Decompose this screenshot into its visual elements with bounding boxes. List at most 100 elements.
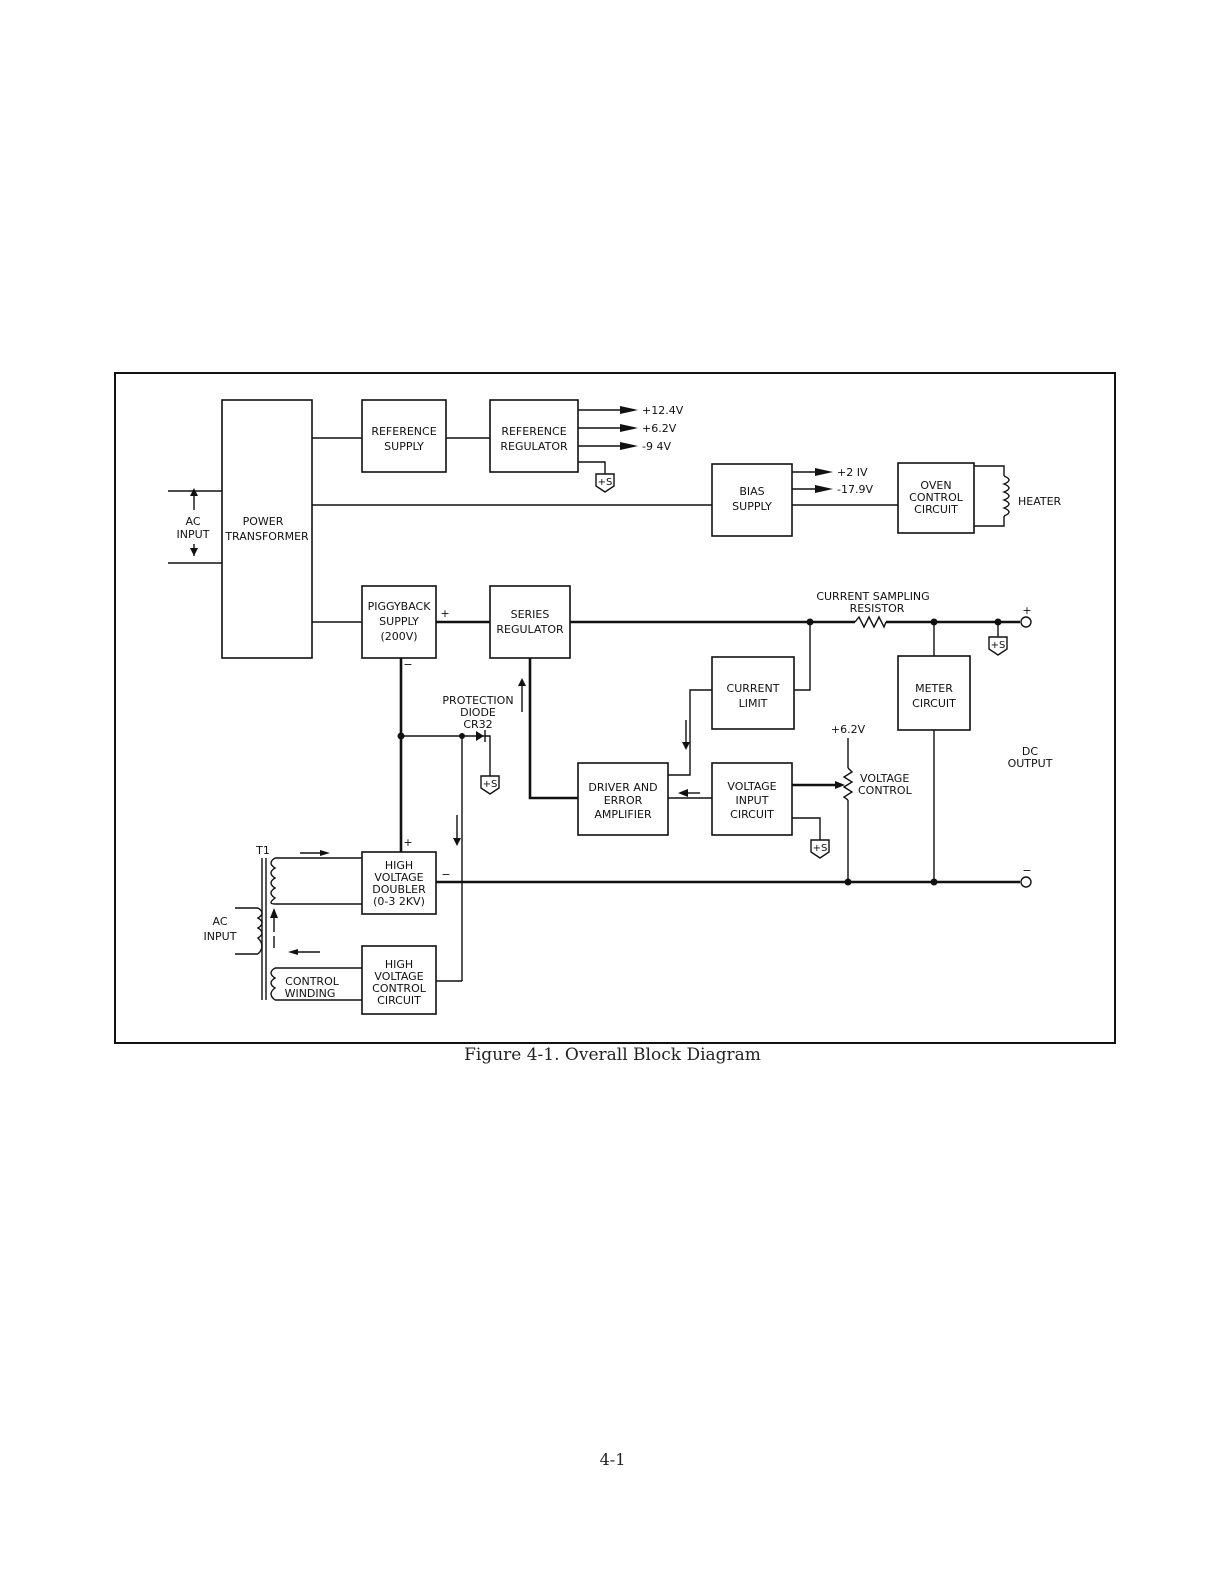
svg-text:ERROR: ERROR (604, 794, 643, 807)
svg-text:REGULATOR: REGULATOR (500, 440, 568, 453)
svg-text:REFERENCE: REFERENCE (501, 425, 566, 438)
svg-text:PIGGYBACK: PIGGYBACK (368, 600, 432, 613)
svg-text:DIODE: DIODE (460, 706, 496, 719)
plus-6-2v-label: +6.2V (831, 723, 866, 736)
svg-text:+12.4V: +12.4V (642, 404, 684, 417)
reference-voltage-labels: +12.4V +6.2V -9 4V (642, 404, 684, 453)
svg-text:+2 IV: +2 IV (837, 466, 868, 479)
svg-text:+S: +S (813, 843, 828, 854)
svg-text:INPUT: INPUT (736, 794, 769, 807)
svg-text:SERIES: SERIES (511, 608, 550, 621)
svg-text:OUTPUT: OUTPUT (1008, 757, 1053, 770)
t1-transformer-symbol (256, 857, 277, 1001)
power-transformer-block: POWER TRANSFORMER (221, 399, 313, 659)
svg-text:+S: +S (483, 779, 498, 790)
svg-text:+S: +S (598, 477, 613, 488)
oven-control-circuit-block: OVEN CONTROL CIRCUIT (897, 462, 975, 534)
svg-text:CONTROL: CONTROL (372, 982, 427, 995)
output-minus-label: − (1022, 864, 1031, 877)
svg-text:DC: DC (1022, 745, 1038, 758)
svg-text:LIMIT: LIMIT (739, 697, 768, 710)
svg-text:CIRCUIT: CIRCUIT (914, 503, 958, 516)
ac-input-label: AC INPUT (204, 915, 237, 943)
bias-supply-block: BIAS SUPPLY (711, 463, 793, 537)
svg-text:AC: AC (212, 915, 227, 928)
svg-text:RESISTOR: RESISTOR (850, 602, 905, 615)
svg-text:DOUBLER: DOUBLER (372, 883, 426, 896)
svg-text:VOLTAGE: VOLTAGE (374, 970, 423, 983)
svg-text:TRANSFORMER: TRANSFORMER (224, 530, 309, 543)
svg-text:-17.9V: -17.9V (837, 483, 873, 496)
svg-text:SUPPLY: SUPPLY (732, 500, 772, 513)
svg-text:CONTROL: CONTROL (858, 784, 913, 797)
svg-text:REGULATOR: REGULATOR (496, 623, 564, 636)
current-sampling-resistor-label: CURRENT SAMPLING RESISTOR (816, 590, 929, 615)
plus-s-symbol: +S (595, 473, 615, 493)
piggyback-supply-block: PIGGYBACK SUPPLY (200V) (361, 585, 437, 659)
reference-supply-block: REFERENCE SUPPLY (361, 399, 447, 473)
svg-text:INPUT: INPUT (204, 930, 237, 943)
page-number: 4-1 (599, 1450, 626, 1469)
svg-text:WINDING: WINDING (285, 987, 336, 1000)
dc-output-label: DC OUTPUT (1008, 745, 1053, 770)
svg-text:BIAS: BIAS (739, 485, 764, 498)
current-sampling-resistor-symbol (854, 615, 887, 629)
svg-text:(200V): (200V) (380, 630, 417, 643)
heater-label: HEATER (1018, 495, 1062, 508)
diode-symbol (476, 730, 486, 742)
junction-dots (397, 618, 1002, 886)
svg-text:CONTROL: CONTROL (909, 491, 964, 504)
protection-diode-label: PROTECTION DIODE CR32 (442, 694, 513, 731)
output-plus-label: + (1022, 604, 1031, 617)
plus-s-symbol: +S (988, 636, 1008, 656)
diagram-frame (114, 372, 1116, 1044)
svg-text:AC: AC (185, 515, 200, 528)
heater-coil-symbol (1002, 475, 1010, 517)
svg-text:VOLTAGE: VOLTAGE (727, 780, 776, 793)
svg-text:CONTROL: CONTROL (285, 975, 340, 988)
svg-text:OVEN: OVEN (920, 479, 951, 492)
svg-text:HIGH: HIGH (385, 859, 413, 872)
plus-s-symbol: +S (480, 775, 500, 795)
svg-text:CURRENT SAMPLING: CURRENT SAMPLING (816, 590, 929, 603)
svg-text:(0-3 2KV): (0-3 2KV) (373, 895, 425, 908)
meter-circuit-block: METER CIRCUIT (897, 655, 971, 731)
svg-text:CIRCUIT: CIRCUIT (730, 808, 774, 821)
reference-regulator-block: REFERENCE REGULATOR (489, 399, 579, 473)
voltage-control-label: VOLTAGE CONTROL (858, 772, 913, 797)
svg-text:CURRENT: CURRENT (727, 682, 780, 695)
svg-text:+S: +S (991, 640, 1006, 651)
control-winding-label: CONTROL WINDING (285, 975, 340, 1000)
bias-voltage-labels: +2 IV -17.9V (837, 466, 873, 496)
doubler-minus-label: − (441, 868, 450, 881)
high-voltage-doubler-block: HIGH VOLTAGE DOUBLER (0-3 2KV) (361, 851, 437, 915)
svg-text:AMPLIFIER: AMPLIFIER (594, 808, 652, 821)
high-voltage-control-circuit-block: HIGH VOLTAGE CONTROL CIRCUIT (361, 945, 437, 1015)
svg-text:INPUT: INPUT (177, 528, 210, 541)
potentiometer-symbol (835, 767, 854, 801)
driver-and-error-amplifier-block: DRIVER AND ERROR AMPLIFIER (577, 762, 669, 836)
svg-text:SUPPLY: SUPPLY (379, 615, 419, 628)
signal-arrows (190, 406, 833, 955)
svg-text:SUPPLY: SUPPLY (384, 440, 424, 453)
ac-input-label: AC INPUT (177, 515, 210, 541)
svg-text:PROTECTION: PROTECTION (442, 694, 513, 707)
piggyback-plus-label: + (440, 607, 449, 620)
series-regulator-block: SERIES REGULATOR (489, 585, 571, 659)
svg-text:DRIVER AND: DRIVER AND (588, 781, 657, 794)
svg-text:-9 4V: -9 4V (642, 440, 671, 453)
svg-text:VOLTAGE: VOLTAGE (374, 871, 423, 884)
svg-text:REFERENCE: REFERENCE (371, 425, 436, 438)
svg-text:CIRCUIT: CIRCUIT (912, 697, 956, 710)
svg-text:POWER: POWER (243, 515, 284, 528)
t1-label: T1 (255, 844, 270, 857)
svg-text:+6.2V: +6.2V (642, 422, 677, 435)
output-terminal-minus (1020, 876, 1032, 888)
plus-s-symbol: +S (810, 839, 830, 859)
svg-text:HIGH: HIGH (385, 958, 413, 971)
output-terminal-plus (1020, 616, 1032, 628)
doubler-plus-label: + (403, 836, 412, 849)
svg-text:CIRCUIT: CIRCUIT (377, 994, 421, 1007)
svg-text:CR32: CR32 (463, 718, 492, 731)
svg-text:VOLTAGE: VOLTAGE (860, 772, 909, 785)
